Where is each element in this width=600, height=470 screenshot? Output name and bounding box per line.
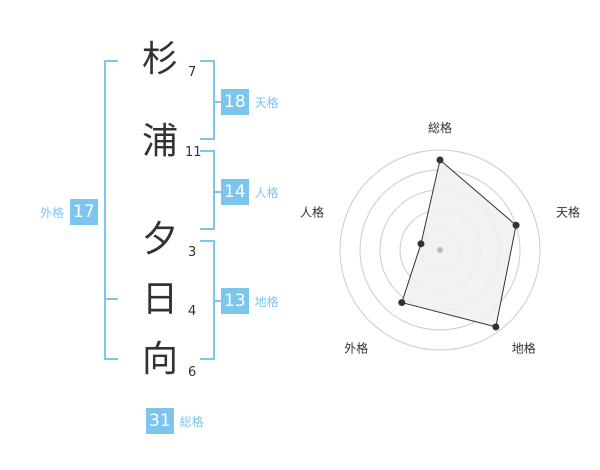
gaikaku-score: 17 外格	[40, 199, 98, 225]
radar-center-point	[437, 247, 443, 253]
gaikaku-value: 17	[70, 199, 98, 225]
radar-series-area	[401, 159, 517, 328]
radar-axis-label-1: 総格	[428, 120, 452, 135]
tenkaku-bracket	[200, 60, 215, 140]
radar-axis-label-3: 地格	[512, 341, 536, 356]
chikaku-label: 地格	[254, 294, 279, 309]
chikaku-value: 13	[221, 288, 249, 314]
radar-point-1	[436, 156, 444, 164]
radar-point-4	[398, 299, 406, 307]
gaikaku-bracket	[104, 60, 118, 360]
name-char-5: 向	[141, 339, 178, 380]
gaikaku-label: 外格	[40, 205, 65, 220]
jinkaku-connector	[215, 191, 221, 193]
chikaku-bracket	[200, 240, 215, 360]
soukaku-label: 総格	[179, 414, 204, 429]
stroke-count-1: 7	[188, 65, 197, 80]
radar-point-3	[492, 323, 500, 331]
stroke-count-5: 6	[188, 365, 197, 380]
radar-axis-label-5: 人格	[300, 204, 324, 219]
name-char-4: 日	[141, 279, 178, 320]
stroke-count-3: 3	[188, 245, 197, 260]
chikaku-connector	[215, 300, 221, 302]
stroke-count-2: 11	[185, 145, 202, 160]
radar-point-5	[417, 240, 425, 248]
bracket-divider-tick	[104, 298, 118, 300]
jinkaku-score: 14 人格	[221, 179, 279, 205]
tenkaku-connector	[215, 101, 221, 103]
tenkaku-label: 天格	[254, 95, 279, 110]
tenkaku-value: 18	[221, 89, 249, 115]
tenkaku-score: 18 天格	[221, 89, 279, 115]
stroke-count-4: 4	[188, 304, 197, 319]
radar-point-2	[512, 221, 520, 229]
chikaku-score: 13 地格	[221, 288, 279, 314]
name-char-2: 浦	[141, 121, 178, 162]
radar-axis-label-2: 天格	[556, 204, 580, 219]
name-char-3: 夕	[141, 219, 178, 260]
jinkaku-label: 人格	[254, 185, 279, 200]
name-char-1: 杉	[141, 39, 178, 80]
soukaku-score: 31 総格	[146, 408, 204, 434]
soukaku-value: 31	[146, 408, 174, 434]
radar-axis-label-4: 外格	[344, 341, 368, 356]
jinkaku-value: 14	[221, 179, 249, 205]
radar-ring	[339, 149, 541, 351]
jinkaku-bracket	[200, 150, 215, 230]
